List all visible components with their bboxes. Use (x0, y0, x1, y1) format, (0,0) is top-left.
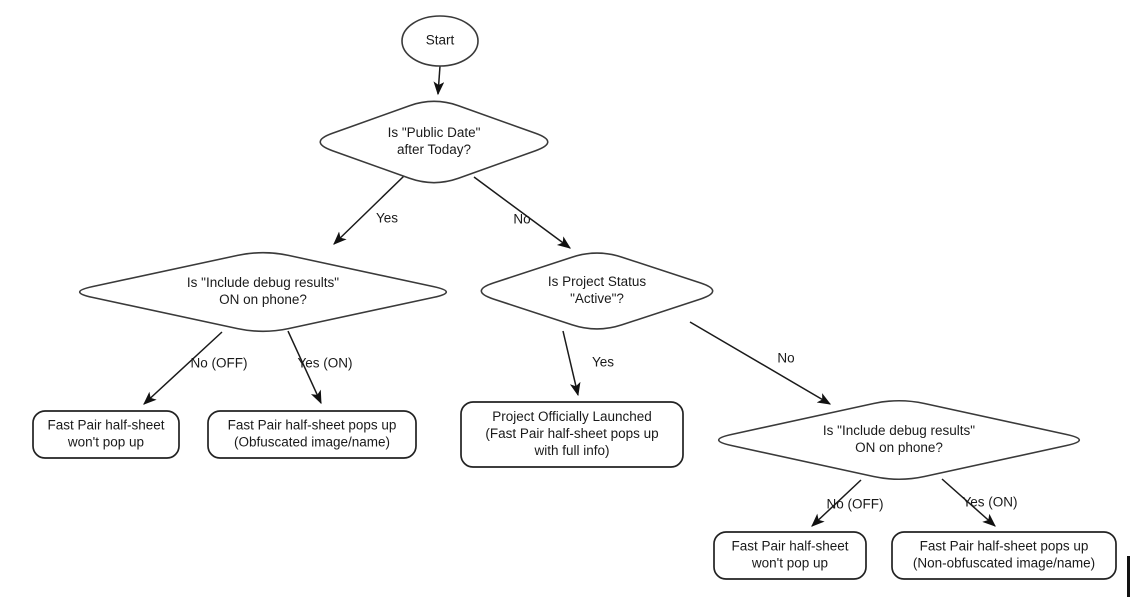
edges-layer (143, 65, 996, 527)
node-d_debug_right-line-1: ON on phone? (855, 440, 943, 455)
edge-label-e_left_no_off: No (OFF) (191, 356, 248, 371)
node-d_public_date[interactable]: Is "Public Date" after Today? (319, 100, 549, 184)
edge-e_status_no (689, 321, 832, 405)
edge-label-e_left_yes_on: Yes (ON) (297, 356, 352, 371)
node-d_debug_left[interactable]: Is "Include debug results" ON on phone? (78, 251, 448, 333)
node-d_project_status[interactable]: Is Project Status "Active"? (480, 252, 714, 330)
node-d_debug_left-line-0: Is "Include debug results" (187, 275, 339, 290)
node-t_right_on-line-0: Fast Pair half-sheet pops up (920, 539, 1089, 554)
edge-label-e_right_yes_on: Yes (ON) (962, 495, 1017, 510)
edge-e_left_yes_on (287, 330, 322, 405)
edge-e_start_to_public (433, 65, 445, 96)
node-t_left_on-line-1: (Obfuscated image/name) (234, 435, 390, 450)
node-t_right_off-line-1: won't pop up (751, 556, 828, 571)
node-t_right_off[interactable]: Fast Pair half-sheet won't pop up (713, 531, 867, 580)
edge-e_right_yes_on (941, 478, 996, 527)
edge-label-e_public_yes: Yes (376, 211, 398, 226)
node-t_left_on-line-0: Fast Pair half-sheet pops up (228, 418, 397, 433)
edge-e_left_no_off (143, 331, 223, 405)
node-start-label: Start (426, 33, 455, 48)
node-t_left_on[interactable]: Fast Pair half-sheet pops up (Obfuscated … (207, 410, 417, 459)
edge-label-e_public_no: No (513, 212, 530, 227)
artifact-right-edge-mark (1127, 556, 1130, 597)
edge-label-e_right_no_off: No (OFF) (827, 497, 884, 512)
node-d_public_date-line-1: after Today? (397, 142, 471, 157)
node-t_launched-line-0: Project Officially Launched (492, 409, 652, 424)
node-t_left_off-line-0: Fast Pair half-sheet (47, 418, 164, 433)
node-t_right_on[interactable]: Fast Pair half-sheet pops up (Non-obfusca… (891, 531, 1117, 580)
node-t_right_off-line-0: Fast Pair half-sheet (731, 539, 848, 554)
node-t_right_on-line-1: (Non-obfuscated image/name) (913, 556, 1095, 571)
edge-e_status_yes (562, 330, 581, 397)
node-d_public_date-line-0: Is "Public Date" (388, 125, 481, 140)
node-d_project_status-line-1: "Active"? (570, 291, 624, 306)
edge-e_public_no (473, 176, 571, 249)
node-t_launched-line-2: with full info) (533, 443, 609, 458)
node-start[interactable]: Start (401, 15, 479, 67)
node-t_left_off[interactable]: Fast Pair half-sheet won't pop up (32, 410, 180, 459)
node-t_launched[interactable]: Project Officially Launched (Fast Pair ha… (460, 401, 684, 468)
node-d_project_status-line-0: Is Project Status (548, 274, 647, 289)
nodes-layer: Start Is "Public Date" after Today? Is "Inc… (32, 15, 1117, 580)
node-t_left_off-line-1: won't pop up (67, 435, 144, 450)
node-d_debug_right-line-0: Is "Include debug results" (823, 423, 975, 438)
node-d_debug_right[interactable]: Is "Include debug results" ON on phone? (717, 399, 1081, 481)
edge-e_right_no_off (811, 479, 862, 527)
edge-e_public_yes (333, 175, 405, 245)
edge-label-e_status_no: No (777, 351, 794, 366)
node-d_debug_left-line-1: ON on phone? (219, 292, 307, 307)
edge-label-e_status_yes: Yes (592, 355, 614, 370)
node-t_launched-line-1: (Fast Pair half-sheet pops up (485, 426, 658, 441)
artifacts-layer (1127, 556, 1130, 597)
